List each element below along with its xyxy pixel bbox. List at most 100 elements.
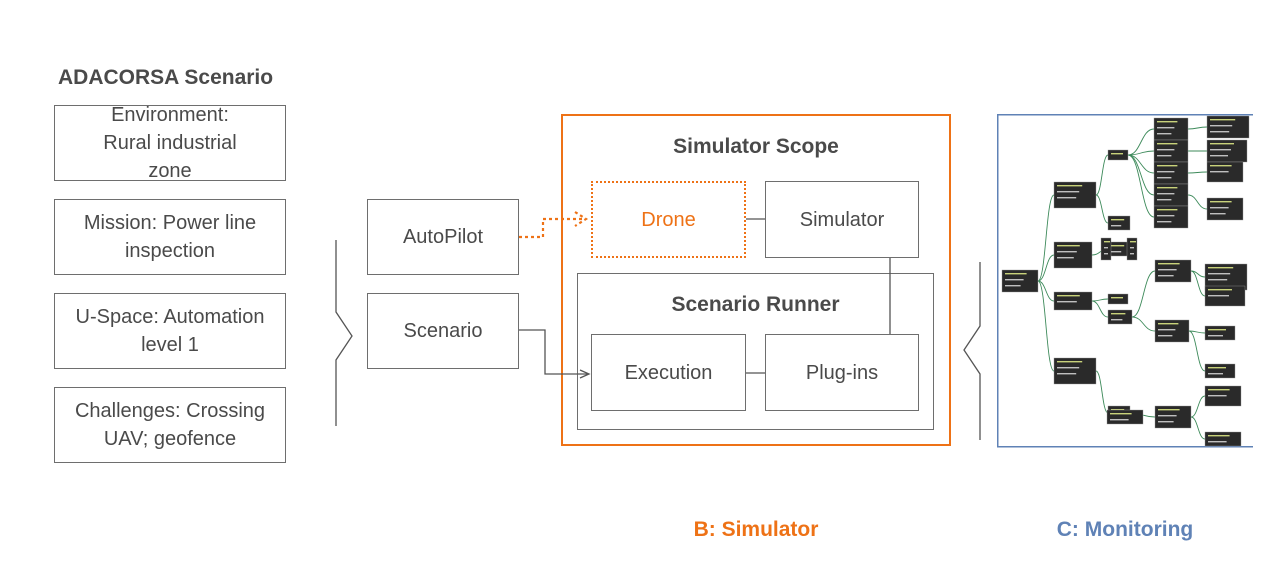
tree-node-line xyxy=(1208,273,1231,275)
tree-node-line xyxy=(1157,133,1172,135)
tree-node-line xyxy=(1111,245,1125,247)
tree-edge xyxy=(1127,128,1155,156)
tree-node-line xyxy=(1157,171,1175,173)
plugins-label: Plug-ins xyxy=(805,361,879,384)
tree-node-line xyxy=(1158,335,1173,337)
tree-node-line xyxy=(1210,201,1232,203)
tree-node-line xyxy=(1005,279,1024,281)
tree-node xyxy=(1154,259,1192,283)
tree-node-line xyxy=(1111,153,1123,155)
tree-node-line xyxy=(1005,285,1021,287)
tree-node xyxy=(1204,431,1242,447)
tree-node xyxy=(1126,237,1138,261)
tree-edge xyxy=(1091,300,1109,318)
tree-node-line xyxy=(1157,149,1175,151)
tree-node xyxy=(1107,241,1131,257)
tree-node-line xyxy=(1111,313,1126,315)
tree-edge xyxy=(1037,254,1055,282)
tree-node-line xyxy=(1208,295,1229,297)
tree-node-line xyxy=(1210,213,1226,215)
tree-node xyxy=(1107,149,1129,161)
tree-node-line xyxy=(1157,209,1178,211)
simulator-box: Simulator xyxy=(765,181,919,258)
tree-node-line xyxy=(1057,185,1083,187)
scenario-challenges-label: Challenges: Crossing UAV; geofence xyxy=(74,400,266,450)
tree-node-line xyxy=(1158,263,1180,265)
tree-node xyxy=(1206,197,1244,221)
tree-node-line xyxy=(1157,221,1172,223)
tree-node xyxy=(1001,269,1039,293)
tree-node-line xyxy=(1208,335,1223,337)
tree-node xyxy=(1100,237,1112,261)
tree-node-line xyxy=(1130,241,1136,243)
tree-node-line xyxy=(1208,373,1223,375)
tree-edge xyxy=(1187,126,1208,130)
tree-node-line xyxy=(1157,215,1175,217)
drone-label: Drone xyxy=(641,208,696,231)
tree-edge xyxy=(1190,395,1206,418)
tree-edge xyxy=(1187,194,1208,210)
simulator-scope-title: Simulator Scope xyxy=(673,135,839,158)
tree-node-line xyxy=(1208,367,1226,369)
tree-edge xyxy=(1037,194,1055,282)
tree-node-line xyxy=(1210,149,1231,151)
scenario-mission-box: Mission: Power line inspection xyxy=(54,199,286,275)
tree-node-line xyxy=(1157,165,1178,167)
tree-edge xyxy=(1190,270,1206,297)
tree-node-line xyxy=(1158,329,1176,331)
tree-node-line xyxy=(1210,207,1229,209)
tree-node-line xyxy=(1158,421,1174,423)
tree-node-line xyxy=(1208,279,1228,281)
tree-node-line xyxy=(1158,323,1179,325)
execution-box: Execution xyxy=(591,334,746,411)
simulator-label: Simulator xyxy=(799,208,885,231)
scenario-mission-label: Mission: Power line inspection xyxy=(83,212,257,262)
tree-node-line xyxy=(1057,295,1080,297)
tree-node-line xyxy=(1158,409,1180,411)
simulator-caption: B: Simulator xyxy=(693,518,819,541)
tree-node xyxy=(1107,309,1133,325)
tree-node-line xyxy=(1057,367,1080,369)
tree-edge xyxy=(1131,316,1156,332)
tree-node-line xyxy=(1158,275,1174,277)
tree-node-line xyxy=(1057,373,1077,375)
tree-node-line xyxy=(1057,245,1080,247)
tree-node xyxy=(1154,319,1190,343)
tree-node-line xyxy=(1158,269,1177,271)
tree-node xyxy=(1204,325,1236,341)
tree-node-line xyxy=(1157,193,1175,195)
tree-edge xyxy=(1095,194,1109,224)
tree-node xyxy=(1153,205,1189,229)
tree-node-line xyxy=(1130,253,1134,255)
tree-node-line xyxy=(1104,253,1108,255)
tree-node-line xyxy=(1057,191,1080,193)
tree-node-line xyxy=(1208,389,1230,391)
autopilot-box: AutoPilot xyxy=(367,199,519,275)
tree-node-line xyxy=(1130,247,1134,249)
left-brace xyxy=(335,240,353,426)
tree-node-line xyxy=(1210,131,1230,133)
tree-node-line xyxy=(1104,241,1110,243)
scenario-uspace-label: U-Space: Automation level 1 xyxy=(75,306,265,356)
tree-edge xyxy=(1095,154,1109,196)
tree-node-line xyxy=(1157,127,1175,129)
monitoring-caption: C: Monitoring xyxy=(1056,518,1194,541)
tree-node-line xyxy=(1210,125,1233,127)
tree-node-line xyxy=(1157,155,1172,157)
tree-node-line xyxy=(1208,289,1232,291)
drone-box: Drone xyxy=(591,181,746,258)
scenario-runner-title: Scenario Runner xyxy=(671,293,840,316)
tree-node-line xyxy=(1210,165,1232,167)
simulator-scope-frame xyxy=(561,114,951,446)
tree-node-line xyxy=(1157,143,1178,145)
autopilot-label: AutoPilot xyxy=(402,226,484,248)
tree-node-line xyxy=(1208,441,1227,443)
tree-edge xyxy=(1037,280,1055,372)
tree-edge xyxy=(1187,171,1208,174)
scenario-input-label: Scenario xyxy=(403,320,483,342)
scenario-uspace-box: U-Space: Automation level 1 xyxy=(54,293,286,369)
tree-node-line xyxy=(1208,329,1226,331)
tree-node-line xyxy=(1208,435,1230,437)
tree-edge xyxy=(1131,270,1156,318)
tree-node xyxy=(1107,215,1131,231)
